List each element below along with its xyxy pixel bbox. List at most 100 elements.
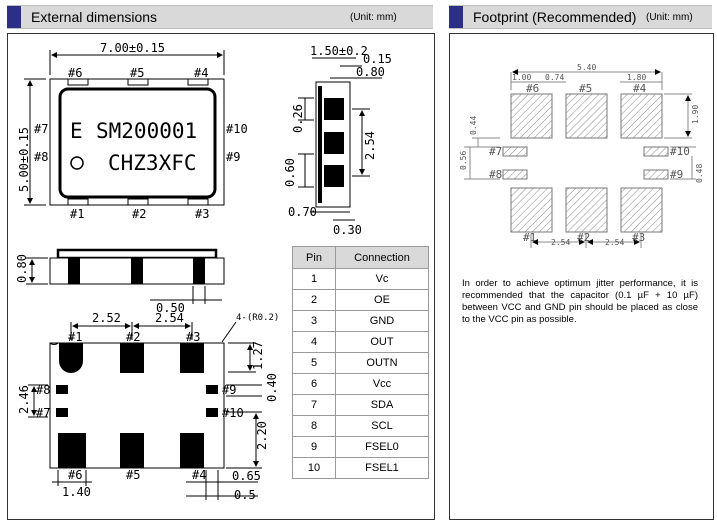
bottom-pin-2: #2 — [126, 330, 140, 344]
side-view: 1.50±0.2 0.15 0.80 0.26 2.54 0.60 0.70 0… — [283, 44, 392, 237]
fp-pin-9: #9 — [670, 168, 683, 181]
bottom-pin-8: #8 — [36, 383, 50, 397]
fp-pin-5: #5 — [579, 82, 592, 95]
bottom-dim-127: 1.27 — [251, 341, 265, 370]
fp-pin-1: #1 — [523, 231, 536, 244]
pin-cell: 6 — [292, 373, 336, 395]
pin-cell: 5 — [292, 352, 336, 374]
fp-pin-2: #2 — [577, 231, 590, 244]
pin-cell: 2 — [292, 289, 336, 311]
fp-pin-3: #3 — [632, 231, 645, 244]
fp-dim-540: 5.40 — [577, 63, 596, 72]
connection-cell: OE — [335, 289, 429, 311]
side-dim-254: 2.54 — [363, 131, 377, 160]
external-dimensions-header: External dimensions (Unit: mm) — [7, 5, 433, 29]
fp-pin-6: #6 — [526, 82, 539, 95]
fp-dim-100: 1.00 — [512, 73, 531, 82]
top-pin-1: #1 — [70, 207, 84, 221]
fp-dim-254a: 2.54 — [551, 238, 570, 247]
col-connection-header: Connection — [335, 246, 429, 269]
top-pin-8: #8 — [34, 150, 48, 164]
fp-pin-10: #10 — [670, 145, 690, 158]
bottom-pin-9: #9 — [222, 383, 236, 397]
side-dim-060: 0.60 — [283, 158, 297, 187]
pin-cell: 9 — [292, 436, 336, 458]
bottom-pin-6: #6 — [68, 468, 82, 482]
front-dim-050: 0.50 — [156, 301, 185, 315]
bottom-pin-10: #10 — [222, 406, 244, 420]
fp-dim-048: 0.48 — [695, 164, 704, 183]
bottom-pin-5: #5 — [126, 468, 140, 482]
side-dim-015: 0.15 — [363, 52, 392, 66]
fp-dim-180: 1.80 — [627, 73, 646, 82]
side-dim-026: 0.26 — [291, 104, 305, 133]
fp-pin-4: #4 — [633, 82, 647, 95]
top-pin-7: #7 — [34, 122, 48, 136]
marking-e: E — [70, 119, 83, 143]
pin-cell: 10 — [292, 457, 336, 479]
fp-dim-190: 1.90 — [691, 105, 700, 124]
connection-cell: FSEL0 — [335, 436, 429, 458]
bottom-view: 2.52 2.54 4-(R0.2) 1.27 2.46 0.40 2.20 0… — [17, 311, 279, 502]
side-dim-150: 1.50±0.2 — [310, 44, 368, 58]
bottom-pin-4: #4 — [192, 468, 206, 482]
table-header-row: Pin Connection — [292, 246, 429, 269]
header-unit: (Unit: mm) — [350, 12, 397, 23]
connection-cell: Vcc — [335, 373, 429, 395]
top-pin-2: #2 — [132, 207, 146, 221]
footprint-header: Footprint (Recommended) (Unit: mm) — [449, 5, 712, 29]
top-view: 7.00±0.15 5.00±0.15 #6 #5 #4 #1 #2 #3 #7… — [17, 41, 248, 221]
marking-code: CHZ3XFC — [108, 151, 197, 175]
bottom-pin-1: #1 — [68, 330, 82, 344]
bottom-pin-7: #7 — [36, 406, 50, 420]
top-height-dim: 5.00±0.15 — [17, 127, 31, 192]
bottom-dim-140: 1.40 — [62, 485, 91, 499]
fp-pin-7: #7 — [489, 145, 502, 158]
bottom-dim-254: 2.54 — [155, 311, 184, 325]
connection-cell: SCL — [335, 415, 429, 437]
bottom-pin-3: #3 — [186, 330, 200, 344]
connection-cell: OUTN — [335, 352, 429, 374]
bottom-dim-246: 2.46 — [17, 385, 31, 414]
connection-cell: GND — [335, 310, 429, 332]
header-title: External dimensions — [31, 9, 158, 25]
fp-pin-8: #8 — [489, 168, 502, 181]
fp-dim-044: 0.44 — [469, 116, 478, 135]
bottom-dim-252: 2.52 — [92, 311, 121, 325]
jitter-note: In order to achieve optimum jitter perfo… — [462, 278, 698, 325]
fp-dim-254b: 2.54 — [605, 238, 624, 247]
connection-cell: OUT — [335, 331, 429, 353]
pin-cell: 4 — [292, 331, 336, 353]
top-pin-9: #9 — [226, 150, 240, 164]
footprint-drawing: 5.40 1.00 0.74 1.80 1.90 0.44 0.56 0.48 — [459, 63, 704, 248]
header-marker — [449, 6, 463, 28]
side-dim-070: 0.70 — [288, 205, 317, 219]
pin-cell: 3 — [292, 310, 336, 332]
pin1-dot-icon — [70, 156, 84, 170]
pin-cell: 7 — [292, 394, 336, 416]
top-pin-3: #3 — [195, 207, 209, 221]
bottom-dim-065: 0.65 — [232, 469, 261, 483]
header-title: Footprint (Recommended) — [473, 9, 637, 25]
header-marker — [7, 6, 21, 28]
top-pin-4: #4 — [194, 66, 208, 80]
header-unit: (Unit: mm) — [646, 12, 693, 23]
front-view: 0.80 0.50 — [15, 248, 225, 315]
fp-dim-056: 0.56 — [459, 151, 468, 170]
top-width-dim: 7.00±0.15 — [100, 41, 165, 55]
connection-cell: FSEL1 — [335, 457, 429, 479]
top-pin-5: #5 — [130, 66, 144, 80]
bottom-dim-05: 0.5 — [234, 488, 256, 502]
col-pin-header: Pin — [292, 246, 336, 269]
bottom-dim-220: 2.20 — [255, 421, 269, 450]
connection-cell: Vc — [335, 268, 429, 290]
